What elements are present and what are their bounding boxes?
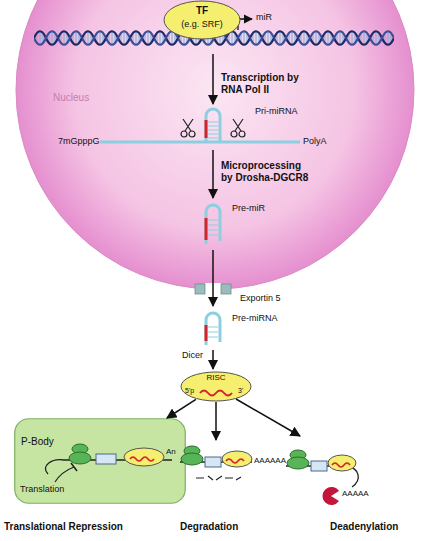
pre-mir-hairpin xyxy=(206,205,220,244)
ribosome-subunit xyxy=(287,457,309,469)
gene-name: miR xyxy=(256,12,272,22)
node-text: Nucleus xyxy=(53,92,89,104)
scissors-symbol xyxy=(181,119,195,137)
enzyme-label: Dicer xyxy=(182,350,203,360)
coding-region xyxy=(205,457,221,467)
translational-repression-illustration xyxy=(45,444,172,482)
region-fill xyxy=(15,419,186,504)
mirna-strand xyxy=(332,463,350,467)
risc-complex xyxy=(222,451,252,467)
node-text: (e.g. SRF) xyxy=(163,19,241,29)
node-text: 5'p xyxy=(185,387,194,395)
polya-label: An xyxy=(166,447,176,456)
outcome-arrow xyxy=(236,399,300,436)
scissors-handle xyxy=(181,131,187,137)
outcome-label: Deadenylation xyxy=(330,521,398,533)
risc-complex xyxy=(124,448,164,466)
transcription-start-arrow xyxy=(238,19,252,30)
scissors-blade xyxy=(183,119,193,131)
node-text: 3' xyxy=(238,387,243,395)
coding-region xyxy=(96,454,116,464)
mirna-strand xyxy=(200,391,232,396)
scissors-handle xyxy=(231,131,237,137)
polya-label: AAAAA xyxy=(342,489,369,498)
ribosome-subunit xyxy=(181,453,203,465)
step-label: Microprocessing by Drosha-DGCR8 xyxy=(221,160,313,183)
node-text: TF xyxy=(163,5,241,17)
nuclear-pore xyxy=(221,284,231,294)
mirna-strand xyxy=(205,218,208,240)
step-arrow xyxy=(212,150,214,198)
dna-helix xyxy=(34,28,394,48)
mirna-strand xyxy=(226,459,244,463)
inhibition-bar xyxy=(71,463,77,471)
pre-mirna-hairpin xyxy=(206,313,220,345)
step-arrow xyxy=(212,250,214,306)
transcription-factor: TF (e.g. SRF) xyxy=(163,0,241,40)
molecule-label: Pre-miRNA xyxy=(232,313,278,323)
base-pairs xyxy=(208,220,218,235)
polya-label: AAAAAA xyxy=(254,456,286,465)
scissors-handle xyxy=(189,131,195,137)
step-label: Transcription by RNA Pol II xyxy=(221,72,301,95)
mirna-strand xyxy=(130,457,154,461)
cap-label: 7mGpppG xyxy=(58,136,100,146)
outcome-label: Translational Repression xyxy=(4,521,123,533)
outcome-arrow xyxy=(215,402,217,440)
ellipse-fill xyxy=(181,372,251,401)
coding-region xyxy=(311,461,327,471)
rna-strand xyxy=(100,141,300,144)
outcome-label: Degradation xyxy=(180,521,238,533)
scissors-symbol xyxy=(231,119,245,137)
nuclear-pore xyxy=(195,284,205,294)
tail-label: PolyA xyxy=(303,136,327,146)
mirna-strand xyxy=(205,120,208,138)
transporter-label: Exportin 5 xyxy=(240,293,281,303)
rna-hairpin xyxy=(206,205,220,244)
scissors-blade xyxy=(233,119,243,131)
base-pairs xyxy=(208,327,218,337)
step-arrow xyxy=(212,350,214,369)
nucleus-fill xyxy=(16,0,414,289)
molecule-label: Pre-miR xyxy=(232,203,265,213)
node-text: Translation xyxy=(20,484,64,494)
base-pairs xyxy=(208,122,218,138)
step-arrow xyxy=(212,54,214,104)
inhibition-line xyxy=(55,467,74,482)
mirna-strand xyxy=(205,325,208,341)
risc-complex: RISC 5'p 3' xyxy=(180,371,252,402)
node-text: P-Body xyxy=(21,436,54,448)
deadenylase-enzyme xyxy=(323,487,339,505)
ribosome-subunit xyxy=(69,452,91,464)
node-text: RISC xyxy=(180,373,252,382)
risc-complex xyxy=(328,455,356,471)
ellipse-fill xyxy=(164,1,240,39)
molecule-label: Pri-miRNA xyxy=(255,106,298,116)
rna-hairpin xyxy=(206,109,220,141)
mrna-fragments xyxy=(196,476,241,480)
scissors-handle xyxy=(239,131,245,137)
pathway-arrow xyxy=(167,399,196,418)
rna-hairpin xyxy=(206,313,220,345)
degradation-illustration xyxy=(180,446,252,480)
